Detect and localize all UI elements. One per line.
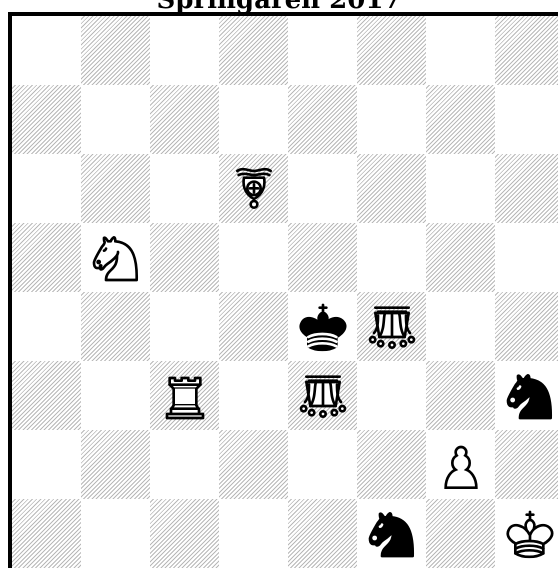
board-square[interactable] xyxy=(219,499,288,568)
board-square[interactable] xyxy=(426,223,495,292)
board-square[interactable] xyxy=(150,154,219,223)
board-square[interactable] xyxy=(288,430,357,499)
white-crown-piece-2[interactable] xyxy=(288,361,357,430)
board-square[interactable] xyxy=(81,16,150,85)
board-square[interactable] xyxy=(495,154,558,223)
black-knight-piece-1[interactable] xyxy=(495,361,558,430)
board-square[interactable] xyxy=(357,16,426,85)
board-square[interactable] xyxy=(219,85,288,154)
white-knight-piece[interactable] xyxy=(81,223,150,292)
board-square[interactable] xyxy=(426,499,495,568)
board-square[interactable] xyxy=(495,85,558,154)
white-king-piece[interactable] xyxy=(495,499,558,568)
board-square[interactable] xyxy=(495,16,558,85)
board-square[interactable] xyxy=(426,292,495,361)
board-square[interactable] xyxy=(219,292,288,361)
board-square[interactable] xyxy=(150,223,219,292)
board-square[interactable] xyxy=(150,292,219,361)
board-square[interactable] xyxy=(150,16,219,85)
board-square[interactable] xyxy=(12,292,81,361)
board-square[interactable] xyxy=(12,223,81,292)
board-square[interactable] xyxy=(357,223,426,292)
board-square[interactable] xyxy=(288,16,357,85)
board-square[interactable] xyxy=(426,16,495,85)
board-square[interactable] xyxy=(357,430,426,499)
board-square[interactable] xyxy=(495,430,558,499)
board-square[interactable] xyxy=(495,223,558,292)
black-king-piece[interactable] xyxy=(288,292,357,361)
board-square[interactable] xyxy=(219,16,288,85)
black-knight-piece-2[interactable] xyxy=(357,499,426,568)
board-square[interactable] xyxy=(357,361,426,430)
board-square[interactable] xyxy=(12,154,81,223)
white-rook-piece[interactable] xyxy=(150,361,219,430)
board-square[interactable] xyxy=(426,154,495,223)
board-square[interactable] xyxy=(426,85,495,154)
board-square[interactable] xyxy=(12,16,81,85)
board-square[interactable] xyxy=(12,430,81,499)
board-square[interactable] xyxy=(288,499,357,568)
white-pawn-piece[interactable] xyxy=(426,430,495,499)
board-square[interactable] xyxy=(357,85,426,154)
chess-board[interactable] xyxy=(8,12,558,568)
board-square[interactable] xyxy=(219,223,288,292)
board-square[interactable] xyxy=(357,154,426,223)
board-square[interactable] xyxy=(81,499,150,568)
board-square[interactable] xyxy=(495,292,558,361)
board-square[interactable] xyxy=(81,292,150,361)
board-square[interactable] xyxy=(288,85,357,154)
board-square[interactable] xyxy=(81,361,150,430)
board-square[interactable] xyxy=(81,430,150,499)
board-square[interactable] xyxy=(12,499,81,568)
white-fers-piece[interactable] xyxy=(219,154,288,223)
board-square[interactable] xyxy=(150,430,219,499)
white-crown-piece-1[interactable] xyxy=(357,292,426,361)
board-square[interactable] xyxy=(426,361,495,430)
board-square[interactable] xyxy=(219,430,288,499)
board-square[interactable] xyxy=(81,85,150,154)
board-square[interactable] xyxy=(81,154,150,223)
board-square[interactable] xyxy=(12,361,81,430)
board-square[interactable] xyxy=(12,85,81,154)
board-square[interactable] xyxy=(150,85,219,154)
board-square[interactable] xyxy=(288,154,357,223)
board-square[interactable] xyxy=(219,361,288,430)
board-square[interactable] xyxy=(288,223,357,292)
board-square[interactable] xyxy=(150,499,219,568)
